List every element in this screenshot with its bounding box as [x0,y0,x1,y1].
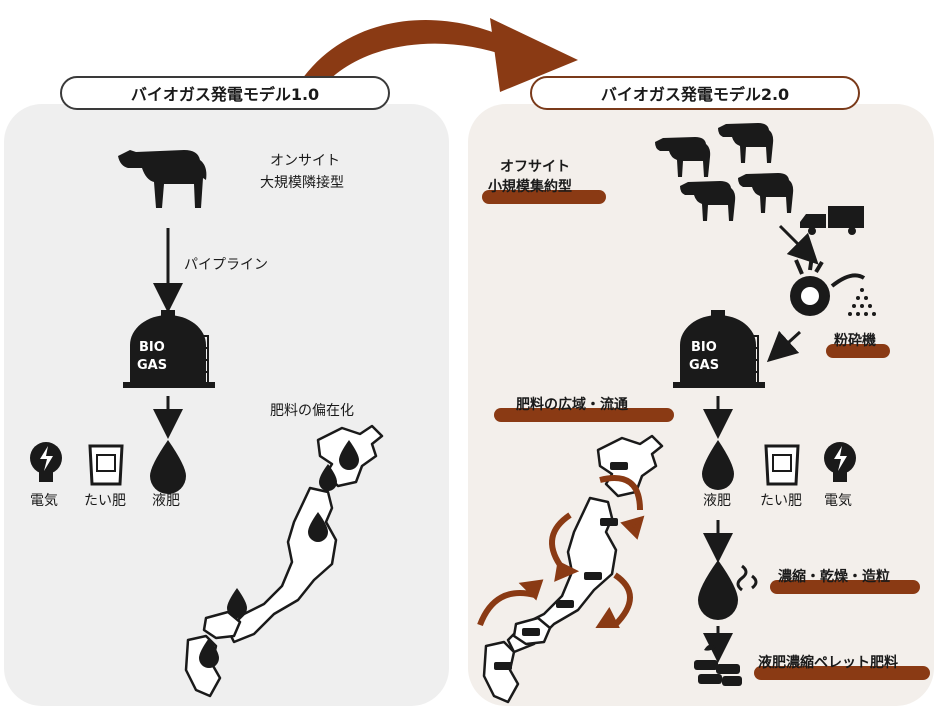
drying-drop-icon [698,560,758,620]
compost-label: たい肥 [84,493,126,509]
uneven-label: 肥料の偏在化 [270,403,354,419]
lightbulb-icon [30,442,62,482]
crusher-underline [826,344,890,358]
crusher-arrow [766,330,802,363]
tank-right-label-line2: GAS [689,358,720,373]
process-label: 濃縮・乾燥・造粒 [778,569,890,585]
pellet-icon [694,644,742,686]
electricity-label: 電気 [30,493,58,509]
v1-type-line2: 大規模隣接型 [260,175,344,191]
lightbulb-right-icon [824,442,856,482]
map-drops-left [199,440,359,668]
pellet-underline [754,666,930,680]
v2-type-line1: オフサイト [500,159,570,175]
liquid-drop-icon [150,440,186,494]
v2-electricity-label: 電気 [824,493,852,509]
tank-label-line2: GAS [137,358,168,373]
v2-liquid-label: 液肥 [703,493,731,509]
crusher-label: 粉砕機 [834,333,876,349]
distribution-underline [494,408,674,422]
v2-type-underline [482,190,606,204]
cow-icon [118,150,207,208]
model-1-panel [4,104,449,706]
tank-label-line1: BIO [139,340,165,355]
process-underline [770,580,920,594]
map-pellets-right [494,462,628,670]
pipeline-label: パイプライン [184,257,268,273]
compost-bag-icon [88,444,124,486]
biogas-tank-icon [123,310,215,388]
truck-arrow [778,224,819,265]
transition-arrow [300,18,578,92]
cow-herd-icon [655,123,794,221]
v2-type-line2: 小規模集約型 [488,179,572,195]
truck-icon [800,206,864,235]
v1-type-line1: オンサイト [270,153,340,169]
japan-map-right [482,434,664,704]
v2-compost-label: たい肥 [760,493,802,509]
model-2-title: バイオガス発電モデル2.0 [530,76,860,110]
crusher-icon [790,255,876,316]
liquid-drop-right-icon [702,440,734,490]
compost-bag-right-icon [764,444,800,486]
distribution-label: 肥料の広域・流通 [516,397,628,413]
liquid-fertilizer-label: 液肥 [152,493,180,509]
pellet-label: 液肥濃縮ペレット肥料 [758,655,898,671]
tank-right-label-line1: BIO [691,340,717,355]
model-1-title: バイオガス発電モデル1.0 [60,76,390,110]
circulation-arrows [477,475,645,628]
biogas-tank-right-icon [673,310,765,388]
